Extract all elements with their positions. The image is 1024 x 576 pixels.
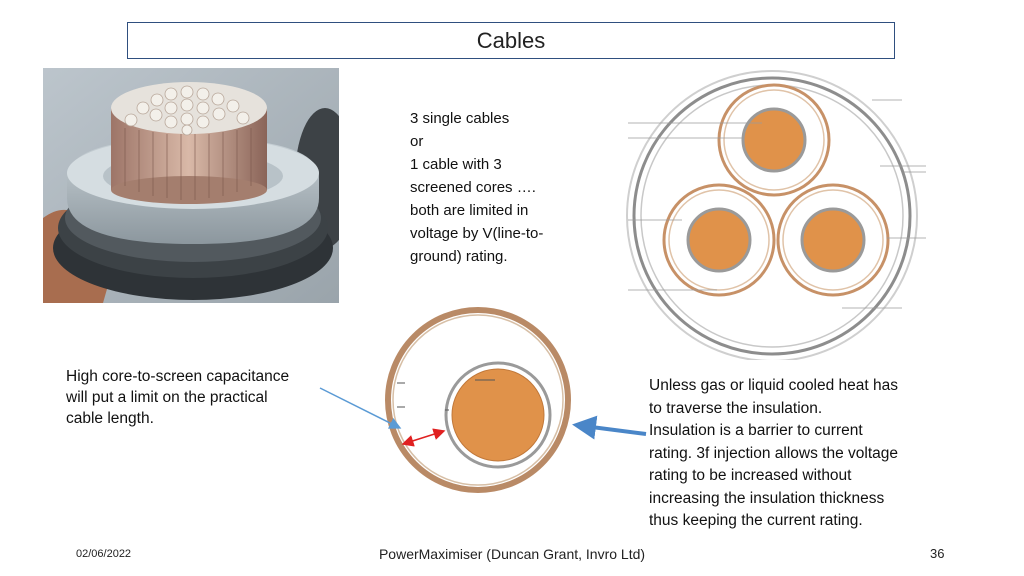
text-line: will put a limit on the practical (66, 389, 268, 406)
cable-options-text: 3 single cables or 1 cable with 3 screen… (410, 107, 600, 268)
single-core-cable-diagram (385, 307, 571, 493)
text-line: to traverse the insulation. (649, 399, 823, 417)
core-bottom-left (662, 183, 776, 297)
footer-title: PowerMaximiser (Duncan Grant, Invro Ltd) (378, 546, 646, 562)
text-line: ground) rating. (410, 248, 508, 265)
cable-conductor-photo (43, 68, 339, 303)
text-line: or (410, 133, 424, 150)
footer-date: 02/06/2022 (76, 548, 132, 560)
text-line: 1 cable with 3 (410, 156, 502, 173)
text-line: Insulation is a barrier to current (649, 422, 863, 439)
insulation-arrow (572, 415, 647, 440)
armour-layer (632, 76, 912, 356)
text-line: voltage by V(line-to- (410, 225, 544, 242)
slide-title-box: Cables (127, 22, 895, 59)
page-number: 36 (930, 546, 945, 561)
text-line: cable length. (66, 410, 154, 427)
core-top (717, 83, 831, 197)
text-line: Unless gas or liquid cooled heat has (649, 377, 899, 394)
text-line: thus keeping the current rating. (649, 512, 863, 529)
text-line: rating to be increased without (649, 467, 852, 484)
text-line: screened cores …. (410, 179, 536, 196)
text-line: rating. 3f injection allows the voltage (649, 444, 899, 462)
text-line: 3 single cables (410, 110, 510, 127)
text-line: increasing the insulation thickness (649, 489, 885, 507)
text-line: both are limited in (410, 202, 529, 219)
conductor (451, 368, 545, 462)
text-line: High core-to-screen capacitance (66, 368, 290, 385)
slide-title: Cables (476, 27, 546, 53)
capacitance-note: High core-to-screen capacitance will put… (66, 366, 336, 429)
outer-sheath (626, 70, 918, 360)
three-core-cable-diagram (626, 70, 926, 360)
leader-lines (628, 99, 926, 309)
insulation-note: Unless gas or liquid cooled heat has to … (649, 375, 949, 533)
core-bottom-right (776, 183, 890, 297)
